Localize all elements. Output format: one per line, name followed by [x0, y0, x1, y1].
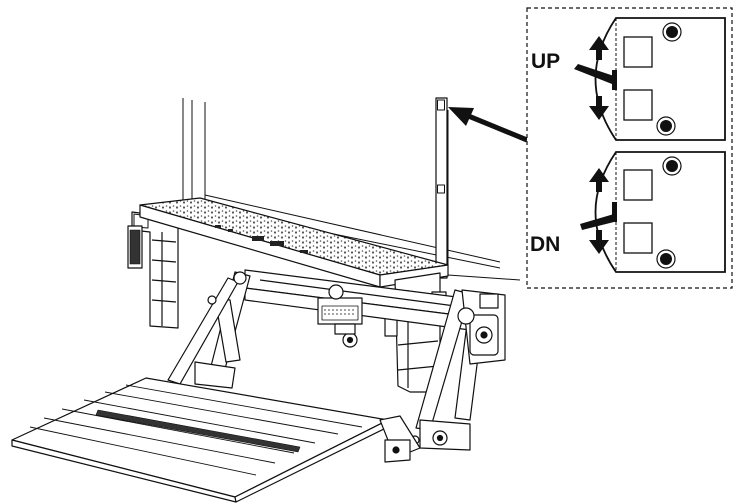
control-box [317, 284, 363, 348]
platform-edge-detail [215, 225, 308, 253]
arrow-down-icon [589, 230, 609, 254]
mount-hole-icon [666, 26, 678, 38]
switch-up-panel: UP [531, 17, 726, 141]
lever-down-icon [580, 202, 617, 230]
arrow-up-icon [589, 36, 609, 60]
switch-down-panel: DN [530, 151, 726, 273]
switch-detail-inset: UP DN [526, 7, 733, 289]
lower-platform [11, 377, 421, 503]
right-post [435, 97, 448, 279]
switch-down-label: DN [530, 233, 560, 256]
lever-up-icon [574, 64, 617, 90]
right-lift-arms [410, 289, 506, 451]
switch-up-label: UP [531, 50, 560, 73]
mount-hole-icon [660, 253, 672, 265]
left-bracket [127, 211, 179, 329]
upper-platform [139, 197, 449, 288]
mount-hole-icon [666, 160, 678, 172]
arrow-down-icon [589, 96, 609, 120]
ramp-center-rail [95, 409, 301, 453]
liftgate-illustration [11, 97, 521, 503]
mount-hole-icon [660, 120, 672, 132]
callout-arrow [448, 107, 528, 143]
arrow-up-icon [589, 168, 609, 192]
control-switch-icon [437, 99, 445, 111]
ramp-tread-lines [29, 384, 363, 476]
left-lift-arms [167, 271, 251, 389]
